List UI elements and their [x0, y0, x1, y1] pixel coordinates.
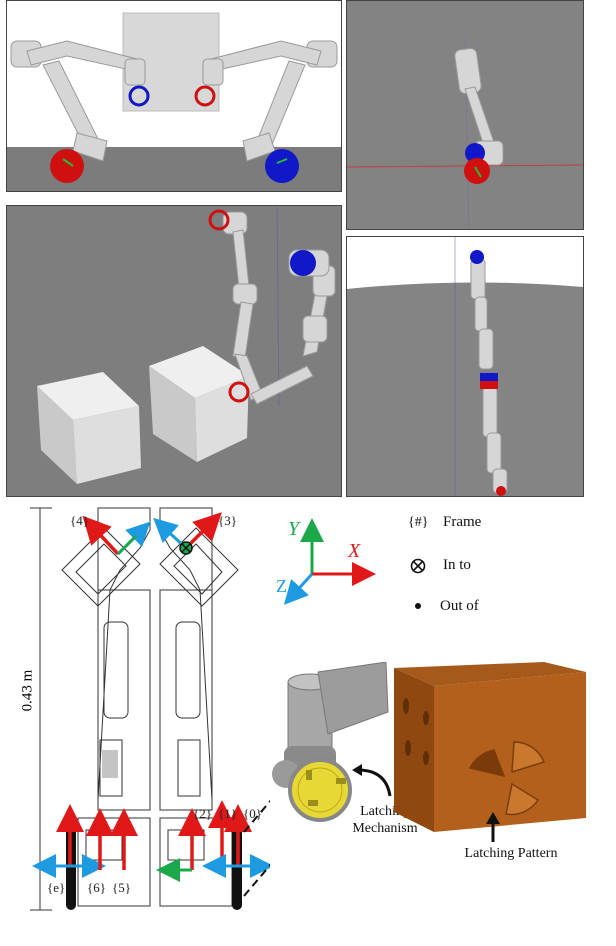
latch-pattern-arrow — [486, 812, 500, 842]
sim-panel-two-arms — [6, 0, 342, 192]
legend-outof-label: Out of — [440, 598, 479, 614]
frame-label-1: {1} — [218, 806, 237, 821]
z-axis-arrow — [283, 572, 314, 605]
sim-panel-standing-arm — [346, 0, 584, 230]
frame-label-3: {3} — [218, 513, 237, 528]
frame-label-4: {4} — [70, 513, 89, 528]
legend-frame-label: Frame — [443, 514, 482, 530]
robot-schematic — [0, 500, 301, 920]
latching-mechanism-label: Latching Mechanism — [352, 804, 418, 836]
latch-disc — [288, 758, 352, 822]
legend-frame-symbol: {#} — [408, 515, 429, 530]
dimension-label: 0.43 m — [19, 669, 36, 712]
axis-label-x: X — [348, 540, 361, 562]
latch-mechanism-arrow — [346, 760, 396, 800]
frame-label-2: {2} — [193, 806, 212, 821]
red-foot — [50, 149, 84, 183]
sim-panel-vertical-chain — [346, 236, 584, 497]
axis-label-z: Z — [276, 576, 287, 596]
outof-icon — [415, 603, 421, 609]
axis-triad — [270, 514, 380, 610]
latch-foot-render — [268, 661, 392, 832]
blue-foot — [265, 149, 299, 183]
latching-pattern-render — [394, 662, 586, 832]
frame-label-e: {e} — [47, 880, 66, 895]
legend-into-label: In to — [443, 557, 471, 573]
frame-label-0: {0} — [243, 806, 262, 821]
sim-panel-box-transfer — [6, 205, 342, 497]
frame-label-5: {5} — [112, 880, 131, 895]
latching-pattern-label: Latching Pattern — [464, 846, 558, 861]
into-icon — [410, 558, 426, 579]
frame-label-6: {6} — [87, 880, 106, 895]
axis-label-y: Y — [288, 518, 300, 540]
